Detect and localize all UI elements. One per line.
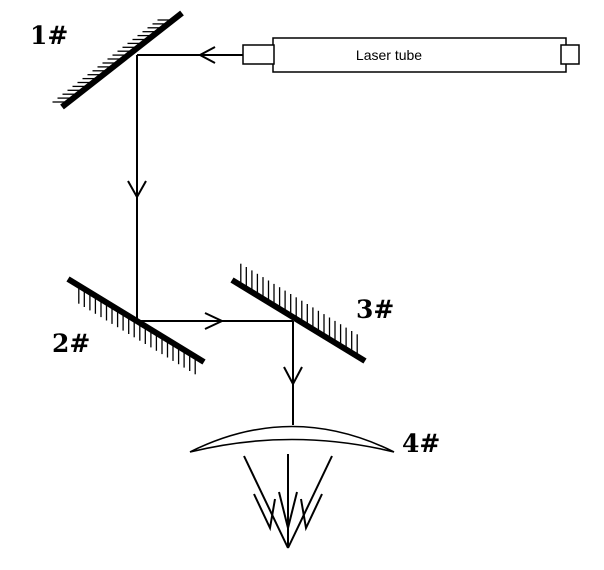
mirror-2-hatching [78, 285, 196, 375]
beam-arrow-2 [127, 180, 147, 200]
mirror-1-hatching [52, 19, 174, 103]
beam-arrow-3 [204, 312, 225, 330]
beam-arrow-left [253, 493, 276, 532]
focus-lens-4 [189, 425, 395, 453]
mirror-2-bar [66, 276, 206, 365]
laser-tube: Laser tube [242, 37, 580, 73]
mirror-1 [52, 10, 184, 110]
beam-left [243, 455, 289, 549]
lens-outline [189, 425, 395, 453]
beam-arrow-1 [197, 46, 216, 64]
laser-tube-rear-end [560, 44, 580, 65]
beam-arrow-right [300, 493, 323, 532]
laser-tube-output-end [242, 44, 275, 65]
mirror-3-bar [230, 277, 367, 364]
mirror-2 [66, 276, 206, 375]
beam-arrow-center [278, 491, 298, 529]
converging-beams [243, 454, 333, 549]
laser-tube-label: Laser tube [356, 47, 422, 63]
mirror-1-label: 1# [30, 21, 68, 50]
mirror-3-label: 3# [356, 295, 394, 324]
beam-right [287, 455, 333, 549]
mirror-2-label: 2# [52, 329, 90, 358]
mirror-3-hatching [240, 263, 358, 357]
lens-4-label: 4# [402, 429, 440, 458]
mirror-3 [230, 263, 367, 364]
mirror-1-bar [60, 10, 184, 110]
beam-arrow-4 [283, 366, 303, 387]
